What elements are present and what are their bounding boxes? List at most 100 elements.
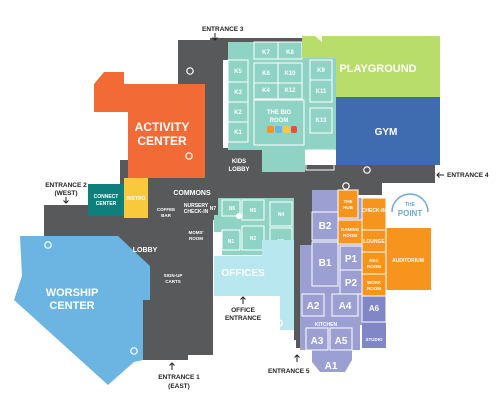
entrance-1[interactable]: ENTRANCE 1 (EAST) <box>158 362 200 390</box>
moms-room-label-2: ROOM <box>189 236 203 241</box>
kids-room-k2: K2 <box>234 110 242 116</box>
kids-work-room-label-2: ROOM <box>313 161 327 166</box>
gym[interactable]: GYM <box>336 97 440 165</box>
entrance-2-label-2: (WEST) <box>54 190 77 197</box>
activity-center-label-1: ACTIVITY <box>135 120 190 134</box>
student-room-a2: A2 <box>307 301 320 312</box>
point-work-room[interactable] <box>362 274 386 296</box>
gym-label: GYM <box>375 127 398 138</box>
entrance-2-arrow-icon <box>63 197 69 204</box>
kids-room-k5: K5 <box>234 69 242 75</box>
bistro-label: BISTRO <box>127 196 146 202</box>
kids-room-k3: K3 <box>234 90 242 96</box>
studio-label: STUDIO <box>365 337 383 342</box>
entrance-1-label-1: ENTRANCE 1 <box>158 374 200 381</box>
sign-up-carts-label-1: SIGN-UP <box>164 273 183 278</box>
pin-icon <box>363 166 371 174</box>
nursery-room-n7: N7 <box>210 206 217 212</box>
bistro[interactable]: BISTRO <box>124 178 148 218</box>
entrance-3[interactable]: ENTRANCE 3 <box>202 26 244 41</box>
student-room-a6: A6 <box>369 304 380 313</box>
student-room-a3: A3 <box>311 336 324 347</box>
lounge-label: LOUNGE <box>363 239 385 245</box>
rec-room[interactable] <box>362 252 386 274</box>
gaming-room-label-1: GAMING <box>341 227 360 232</box>
kids-lobby-label-1: KIDS <box>232 159 246 165</box>
connect-center-label-2: CENTER <box>96 201 117 207</box>
pin-icon <box>44 241 52 249</box>
worship-center-label-2: CENTER <box>49 300 94 312</box>
kids-room-k7: K7 <box>262 50 270 56</box>
connect-center[interactable]: CONNECT CENTER <box>88 184 124 216</box>
kids-room-k6: K6 <box>262 71 270 77</box>
nursery-pin-icon <box>236 213 242 219</box>
check-in-label: CHECK-IN <box>362 208 387 214</box>
nursery-room-n5: N5 <box>250 208 257 214</box>
playground[interactable]: PLAYGROUND <box>302 36 440 97</box>
nursery-check-in-label-2: CHECK-IN <box>184 209 209 215</box>
connect-center-shape <box>88 184 124 216</box>
connect-center-label-1: CONNECT <box>94 194 119 200</box>
entrance-4-label: ENTRANCE 4 <box>447 172 489 179</box>
entrance-2-label-1: ENTRANCE 2 <box>45 182 87 189</box>
the-point: THE HUB GAMING ROOM CHECK-IN LOUNGE REC … <box>337 189 431 297</box>
bistro-shape <box>124 178 148 218</box>
nursery-check-in-label-1: NURSERY <box>184 203 209 209</box>
map-pins <box>44 67 371 355</box>
entrance-4[interactable]: ENTRANCE 4 <box>436 172 489 179</box>
coffee-bar-label-2: BAR <box>161 213 171 218</box>
activity-center-label-2: CENTER <box>137 134 187 148</box>
auditorium-label: AUDITORIUM <box>392 258 424 264</box>
hallway-entrance-4 <box>380 165 435 183</box>
auditorium[interactable] <box>386 228 431 290</box>
kids-lobby-label-2: LOBBY <box>229 167 250 173</box>
offices[interactable]: OFFICES <box>214 240 294 330</box>
pin-icon <box>342 182 350 190</box>
kids-wing-shape <box>228 42 336 172</box>
offices-label: OFFICES <box>221 268 265 279</box>
rec-room-label-1: REC <box>369 258 379 263</box>
lounge-room[interactable] <box>362 230 386 252</box>
student-room-p1: P1 <box>345 254 358 265</box>
worship-center-shape <box>14 236 150 385</box>
office-entrance[interactable]: OFFICE ENTRANCE <box>225 296 262 322</box>
student-room-a1: A1 <box>325 361 338 372</box>
hub-label-1: THE <box>344 199 353 204</box>
the-point-logo-arc-icon <box>391 193 429 213</box>
point-room-outlines <box>337 189 387 297</box>
point-work-room-label-1: WORK <box>367 280 382 285</box>
gaming-room[interactable] <box>338 220 362 244</box>
rec-room-label-2: ROOM <box>367 264 381 269</box>
commons-label: COMMONS <box>173 190 211 197</box>
student-room-p2: P2 <box>345 278 358 289</box>
kids-room-k4: K4 <box>262 88 270 94</box>
gym-shape <box>336 97 440 165</box>
kids-room-outlines <box>227 41 335 171</box>
entrance-4-arrow-icon <box>436 172 444 178</box>
kids-work-room-label-1: WORK <box>313 155 328 160</box>
entrance-5[interactable]: ENTRANCE 5 <box>268 354 310 375</box>
coffee-bar-label-1: COFFEE <box>157 207 175 212</box>
kids-room-k8: K8 <box>286 50 294 56</box>
worship-center[interactable]: WORSHIP CENTER <box>14 236 150 385</box>
activity-center-shape <box>94 72 205 178</box>
activity-center[interactable]: ACTIVITY CENTER <box>94 72 205 178</box>
pin-icon <box>185 152 193 160</box>
hub-room[interactable] <box>338 190 358 218</box>
entrance-1-arrow-icon <box>169 362 175 370</box>
hub-label-2: HUB <box>343 205 353 210</box>
entrance-2[interactable]: ENTRANCE 2 (WEST) <box>45 182 87 204</box>
the-point-logo: THE POINT <box>391 193 429 218</box>
sign-up-carts-label-2: CARTS <box>165 279 181 284</box>
big-room-label-2: ROOM <box>270 118 289 124</box>
kids-room-k10: K10 <box>284 71 296 77</box>
check-in-area[interactable] <box>362 198 386 230</box>
entrance-5-arrow-icon <box>294 354 300 362</box>
lobby-label: LOBBY <box>133 247 158 254</box>
kids-room-k11: K11 <box>316 89 327 95</box>
entrance-1-label-2: (EAST) <box>168 383 190 390</box>
big-room-logo-icon <box>267 126 297 133</box>
nursery-room-n4: N4 <box>278 212 285 218</box>
pin-icon <box>275 319 283 327</box>
